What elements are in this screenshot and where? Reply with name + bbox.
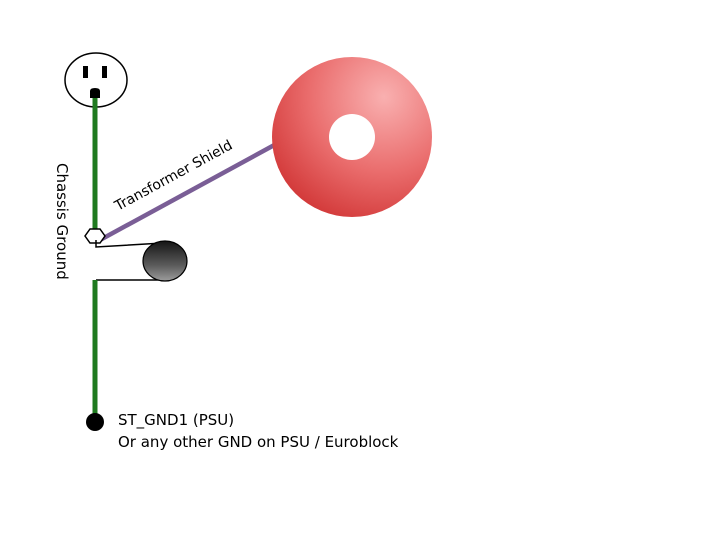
toroidal-transformer-icon [272, 57, 432, 217]
ground-point-icon [86, 413, 104, 431]
ground-point-label: ST_GND1 (PSU) [118, 411, 235, 429]
power-outlet-icon [64, 52, 128, 108]
cable-cylinder-icon [95, 240, 188, 282]
ground-point-sublabel: Or any other GND on PSU / Euroblock [118, 433, 399, 451]
chassis-ground-label: Chassis Ground [53, 163, 71, 280]
ring-terminal-icon [84, 228, 106, 244]
transformer-shield-wire [98, 141, 280, 242]
ground-point-label-block: ST_GND1 (PSU) Or any other GND on PSU / … [118, 409, 398, 453]
